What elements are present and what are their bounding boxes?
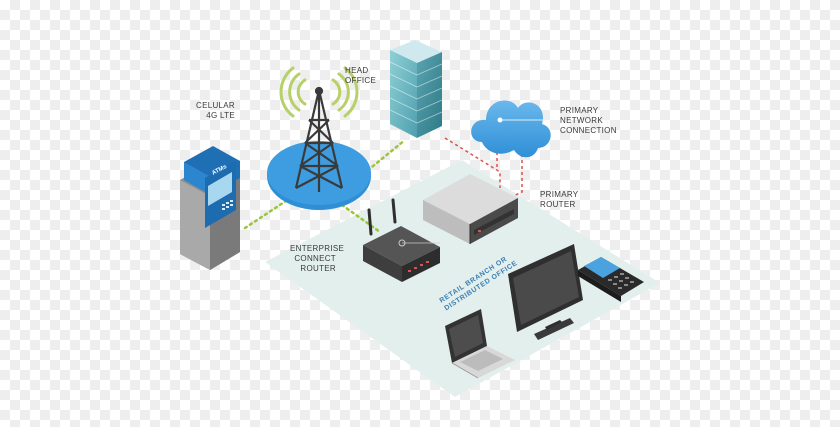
atm-icon: ATMs (180, 146, 240, 270)
signal-waves-icon (279, 66, 359, 118)
head-office-label-line: HEAD (345, 66, 369, 75)
primary-router-label: PRIMARY ROUTER (540, 190, 578, 210)
primary-network-label-line: NETWORK (560, 116, 603, 125)
laptop-icon (445, 309, 515, 379)
cellular-label-line: 4G LTE (206, 111, 236, 120)
enterprise-router-label-line: ENTERPRISE (290, 244, 345, 253)
enterprise-router-icon (363, 198, 440, 282)
cell-tower-icon (294, 86, 344, 192)
enterprise-router-label-line: CONNECT (294, 254, 336, 263)
primary-router-label-line: ROUTER (540, 200, 576, 209)
primary-network-label-line: PRIMARY (560, 106, 599, 115)
primary-network-label: PRIMARY NETWORK CONNECTION (560, 106, 617, 136)
primary-network-label-line: CONNECTION (560, 126, 617, 135)
cellular-label-line: CELULAR (196, 101, 236, 110)
enterprise-router-label-line: ROUTER (300, 264, 336, 273)
enterprise-router-label: ENTERPRISE CONNECT ROUTER (290, 244, 345, 274)
cellular-label: CELULAR 4G LTE (196, 101, 235, 121)
head-office-label: HEAD OFFICE (345, 66, 376, 86)
head-office-label-line: OFFICE (345, 76, 377, 85)
office-building-icon (389, 40, 443, 138)
card-terminal-icon (578, 257, 644, 302)
primary-router-icon (423, 174, 518, 244)
cloud-icon (471, 100, 551, 158)
primary-router-label-line: PRIMARY (540, 190, 579, 199)
monitor-icon (508, 244, 583, 340)
